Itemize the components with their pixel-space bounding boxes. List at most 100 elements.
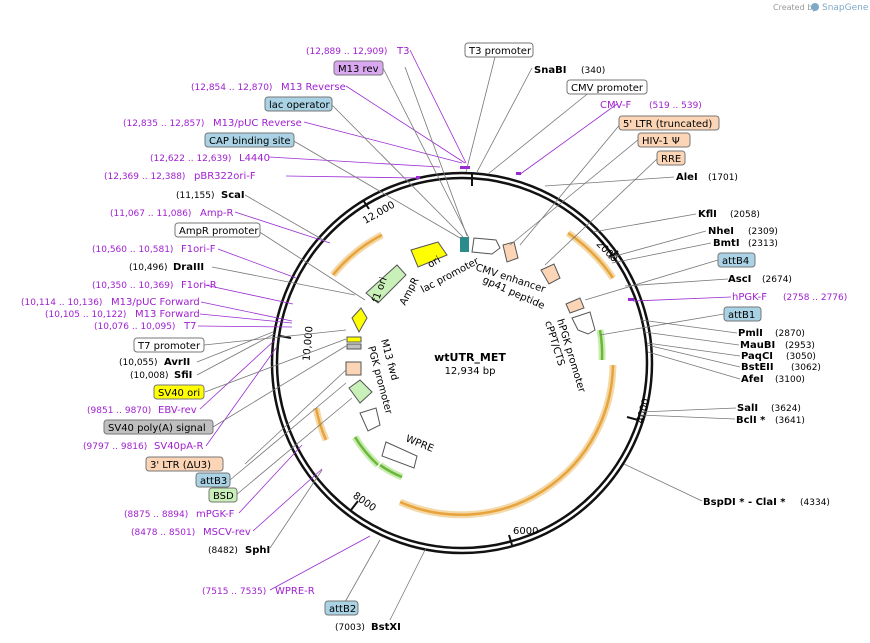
- leader-m13-rev-2: [404, 66, 468, 237]
- label-sphi: SphI: [245, 545, 270, 556]
- label-cmv-promoter: CMV promoter: [571, 83, 644, 94]
- leader-t3: [409, 49, 467, 164]
- coord-bcli: (3641): [775, 416, 805, 426]
- label-cap: CAP binding site: [209, 136, 291, 147]
- leader-scai: [244, 194, 326, 242]
- label-box-cmv-promoter: [566, 79, 648, 95]
- coord-ebv-rev: (9851 .. 9870): [87, 406, 151, 416]
- leader-bcli: [639, 414, 736, 420]
- label-m13puc-reverse: M13/pUC Reverse: [213, 118, 302, 129]
- leader-cap: [291, 139, 461, 239]
- label-paqci: PaqCI: [741, 351, 773, 362]
- tick-label-8000: 8000: [351, 490, 378, 514]
- rre-glyph: [565, 297, 585, 314]
- label-box-sv40-ori: [153, 384, 205, 400]
- backbone-inner-strand: [275, 176, 649, 550]
- label-box-m13-rev: [333, 60, 384, 76]
- coord-mpgk-f: (8875 .. 8894): [124, 510, 188, 520]
- label-kfli: KflI: [698, 209, 717, 220]
- label-sv40pa-r: SV40pA-R: [154, 441, 203, 452]
- leader-rre: [544, 157, 659, 266]
- leader-hpgk-f: [632, 296, 732, 302]
- coord-alei: (1701): [708, 173, 738, 183]
- label-box-attb1: [723, 306, 762, 322]
- snapgene-logo-icon: [811, 3, 819, 11]
- label-5ltr: 5' LTR (truncated): [623, 119, 712, 130]
- leader-snabi: [476, 67, 533, 173]
- labels-left: (12,889 .. 12,909) T3 M13 rev (12,854 ..…: [21, 46, 409, 597]
- label-box-ltr3: [145, 456, 224, 472]
- leader-f1ori-f: [217, 248, 297, 279]
- leader-draiii: [211, 266, 356, 296]
- label-amp-r: Amp-R: [200, 208, 234, 219]
- ltr3-glyph: [345, 361, 362, 376]
- leader-m13puc-forward: [200, 301, 293, 322]
- leader-m13-reverse: [345, 85, 466, 164]
- leader-cmv-f: [518, 103, 618, 176]
- leader-avrii: [196, 331, 274, 363]
- label-box-ampr-promoter: [174, 222, 261, 238]
- leader-pmli: [640, 319, 738, 334]
- coord-asci: (2674): [762, 275, 792, 285]
- leader-lines: [196, 49, 741, 621]
- label-box-cap: [204, 132, 295, 148]
- leader-t7-promoter: [203, 329, 347, 346]
- hpgk-promoter-arrow: [571, 311, 596, 335]
- label-snabi: SnaBI: [534, 65, 566, 76]
- label-bstxi: BstXI: [371, 622, 401, 633]
- label-bsd: BSD: [213, 491, 234, 502]
- leader-wpre-r: [269, 535, 371, 591]
- label-lac-operator: lac operator: [269, 100, 330, 111]
- label-alei: AleI: [676, 172, 698, 183]
- label-hpgk-f: hPGK-F: [732, 292, 767, 303]
- tick-label-4000: 4000: [635, 397, 652, 424]
- ampr-cds-arrow: [365, 264, 407, 304]
- label-psi: HIV-1 Ψ: [642, 136, 680, 147]
- label-t3-promoter: T3 promoter: [468, 46, 532, 57]
- label-wpre-r: WPRE-R: [275, 586, 315, 597]
- coord-f1ori-r: (10,350 .. 10,369): [92, 281, 173, 291]
- coord-nhei: (2309): [748, 227, 778, 237]
- leader-psi: [509, 138, 640, 246]
- rre-arc: [567, 231, 615, 279]
- primer-marker-top: [460, 166, 470, 169]
- leader-kfli: [592, 213, 697, 233]
- plasmid-length: 12,934 bp: [445, 366, 496, 377]
- label-maubi: MauBI: [740, 340, 775, 351]
- coord-t3: (12,889 .. 12,909): [306, 47, 387, 57]
- label-m13-forward: M13 Forward: [135, 309, 200, 320]
- leader-m13puc-reverse: [303, 121, 463, 164]
- primer-marker-hpgk: [628, 298, 634, 301]
- label-box-lac-operator: [264, 96, 333, 112]
- label-m13puc-forward: M13/pUC Forward: [111, 297, 200, 308]
- label-cmv-f: CMV-F: [600, 100, 631, 111]
- cmv-promoter-arrow: [471, 237, 501, 255]
- sv40-pa-glyph: [346, 343, 362, 350]
- leader-m13-forward: [199, 313, 293, 324]
- coord-afei: (3100): [775, 375, 805, 385]
- bsd-arc: [353, 436, 379, 466]
- coord-t7: (10,076 .. 10,095): [94, 322, 175, 332]
- label-bmti: BmtI: [713, 238, 740, 249]
- primer-markers: [416, 166, 634, 301]
- label-draiii: DraIII: [173, 262, 204, 273]
- leader-pbr322ori-f: [285, 175, 419, 179]
- leader-nhei: [607, 230, 707, 259]
- leader-bspdi: [623, 463, 703, 502]
- label-attb1: attB1: [728, 310, 755, 321]
- psi-glyph: [540, 263, 561, 285]
- ampr-arc-bg: [330, 231, 384, 278]
- cds-arc: [399, 364, 615, 517]
- label-sv40-pa: SV40 poly(A) signal: [108, 423, 206, 434]
- f1-ori-arrow: [351, 307, 368, 334]
- leader-ampr-promoter: [257, 230, 366, 301]
- label-l4440: L4440: [239, 153, 270, 164]
- leader-afei: [647, 351, 741, 380]
- label-attb4: attB4: [722, 256, 749, 267]
- tick-label-6000: 6000: [513, 526, 538, 537]
- coord-sv40pa-r: (9797 .. 9816): [83, 442, 147, 452]
- primer-marker-cmv: [516, 172, 521, 175]
- coord-bmti: (2313): [748, 239, 778, 249]
